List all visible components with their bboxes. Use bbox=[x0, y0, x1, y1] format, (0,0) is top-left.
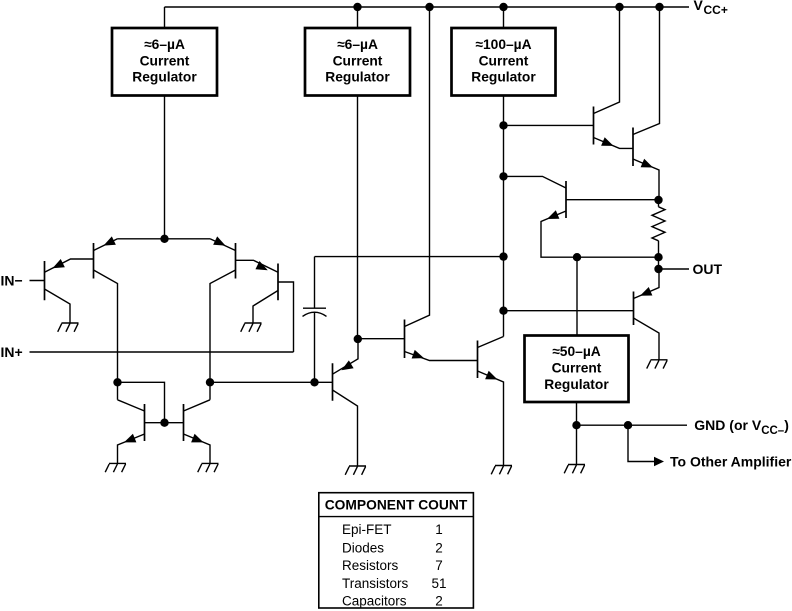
svg-text:OUT: OUT bbox=[693, 261, 723, 277]
svg-text:≈50–µA: ≈50–µA bbox=[552, 344, 601, 359]
svg-text:≈100–µA: ≈100–µA bbox=[475, 37, 531, 52]
svg-text:Epi-FET: Epi-FET bbox=[342, 522, 392, 537]
svg-text:51: 51 bbox=[431, 576, 446, 591]
svg-text:Diodes: Diodes bbox=[342, 540, 384, 555]
svg-text:Current: Current bbox=[140, 54, 190, 69]
svg-text:To Other Amplifier: To Other Amplifier bbox=[670, 453, 792, 469]
svg-text:Regulator: Regulator bbox=[544, 377, 609, 392]
svg-text:Capacitors: Capacitors bbox=[342, 594, 407, 609]
svg-text:2: 2 bbox=[435, 540, 443, 555]
svg-text:≈6–µA: ≈6–µA bbox=[144, 37, 185, 52]
svg-text:Regulator: Regulator bbox=[471, 70, 536, 85]
svg-text:Resistors: Resistors bbox=[342, 558, 399, 573]
svg-text:Regulator: Regulator bbox=[132, 70, 197, 85]
svg-text:V: V bbox=[694, 0, 704, 13]
svg-text:Transistors: Transistors bbox=[342, 576, 409, 591]
svg-text:Regulator: Regulator bbox=[325, 70, 390, 85]
svg-text:IN−: IN− bbox=[1, 273, 23, 289]
svg-text:2: 2 bbox=[435, 594, 443, 609]
svg-text:Current: Current bbox=[333, 54, 383, 69]
svg-text:Current: Current bbox=[479, 54, 529, 69]
svg-text:≈6–µA: ≈6–µA bbox=[337, 37, 378, 52]
svg-text:CC+: CC+ bbox=[704, 3, 728, 17]
svg-text:7: 7 bbox=[435, 558, 443, 573]
svg-text:COMPONENT COUNT: COMPONENT COUNT bbox=[325, 497, 468, 512]
svg-text:IN+: IN+ bbox=[1, 344, 23, 360]
svg-text:1: 1 bbox=[435, 522, 443, 537]
svg-text:Current: Current bbox=[552, 361, 602, 376]
